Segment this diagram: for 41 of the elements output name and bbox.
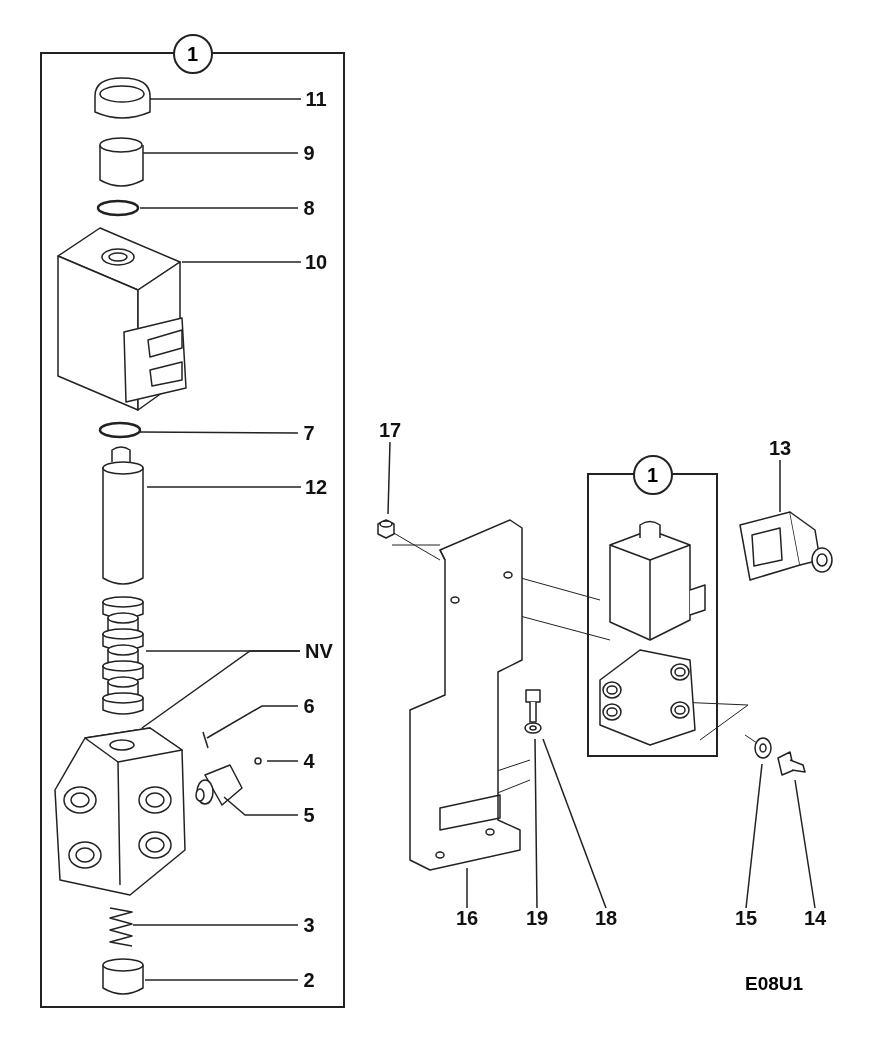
callout-number: 6 <box>298 694 320 718</box>
figure-code: E08U1 <box>745 973 804 995</box>
callout-number: 7 <box>298 421 320 445</box>
callout-number: NV <box>300 639 338 663</box>
callout-number: 5 <box>298 803 320 827</box>
leader-line <box>132 924 299 926</box>
leader-line <box>745 763 763 909</box>
callout-number: 2 <box>298 968 320 992</box>
callout-number: 11 <box>301 87 331 111</box>
callout-number: 8 <box>298 196 320 220</box>
callout-number: 9 <box>298 141 320 165</box>
callout-number: 18 <box>591 906 621 930</box>
leader-line <box>141 650 301 729</box>
callout-number: 1 <box>172 34 213 74</box>
leader-line <box>139 207 299 209</box>
callout-number: 10 <box>301 250 331 274</box>
leader-line <box>779 459 781 513</box>
leader-line <box>139 431 299 434</box>
callout-number: 16 <box>452 906 482 930</box>
leader-line <box>794 779 816 909</box>
leader-line <box>542 738 607 909</box>
leader-line <box>466 867 468 909</box>
callout-number: 12 <box>301 475 331 499</box>
leader-line <box>146 486 302 488</box>
leader-line <box>142 152 299 154</box>
leader-line <box>223 796 299 816</box>
leader-line <box>144 979 299 981</box>
callout-number: 13 <box>765 436 795 460</box>
callout-number: 1 <box>632 455 673 495</box>
callout-number: 4 <box>298 749 320 773</box>
leader-line <box>206 705 299 739</box>
leader-line <box>534 738 538 909</box>
callout-number: 19 <box>522 906 552 930</box>
callout-number: 17 <box>375 418 405 442</box>
callout-number: 15 <box>731 906 761 930</box>
callout-number: 14 <box>800 906 830 930</box>
leader-line <box>181 261 302 263</box>
callout-number: 3 <box>298 913 320 937</box>
leader-line <box>387 441 391 515</box>
leader-line <box>266 760 299 762</box>
leader-line <box>149 98 302 100</box>
